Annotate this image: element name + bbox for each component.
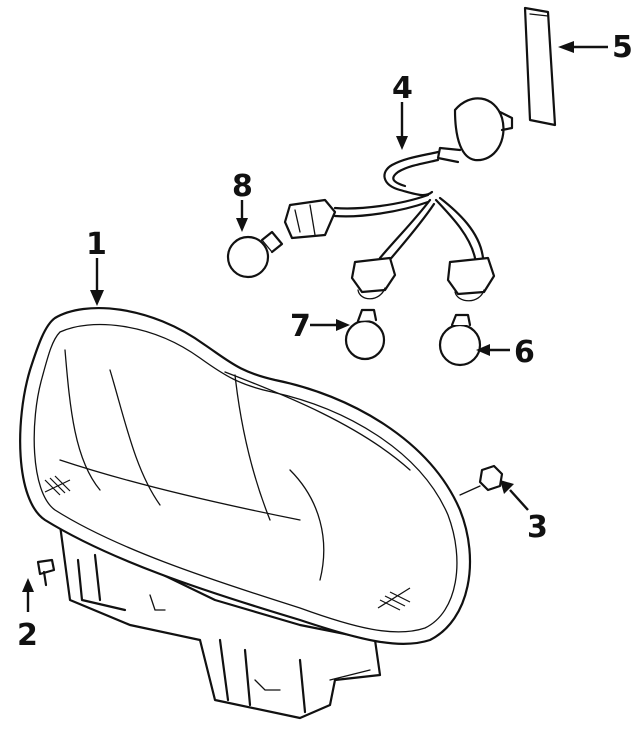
callout-8: 8 [232,169,253,204]
side-reflector [523,6,557,127]
callout-5: 5 [612,30,633,65]
arrow-5 [558,41,608,53]
bulb-8 [226,230,284,279]
arrow-7 [310,319,350,331]
arrow-8 [236,200,248,232]
arrow-6 [476,344,510,356]
callout-7: 7 [290,309,311,344]
headlamp-assembly [19,307,472,720]
arrow-2 [22,578,34,612]
callout-1: 1 [86,227,107,262]
callout-4: 4 [392,71,413,106]
nut [459,464,504,496]
screw [36,558,56,587]
arrow-1 [90,258,104,306]
socket-and-wire [283,97,514,302]
bulb-6 [438,313,482,367]
callout-2: 2 [17,618,38,653]
arrow-3 [500,480,529,511]
callout-3: 3 [527,510,548,545]
callout-6: 6 [514,335,535,370]
bulb-7 [344,308,386,361]
arrow-4 [396,102,408,150]
